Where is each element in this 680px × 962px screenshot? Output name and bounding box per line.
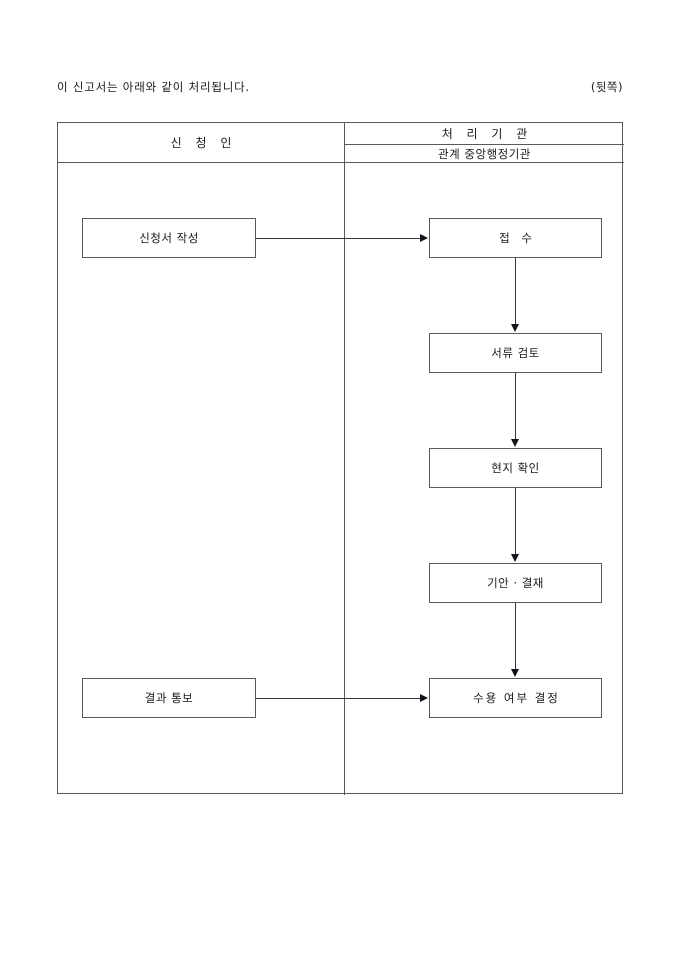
flow-node-receive: 접 수: [429, 218, 602, 258]
arrowhead-right-icon: [420, 694, 428, 702]
flow-node-apply: 신청서 작성: [82, 218, 256, 258]
header-rule: [58, 162, 624, 163]
column-subheader-agency-label: 관계 중앙행정기관: [438, 146, 531, 161]
caption-row: 이 신고서는 아래와 같이 처리됩니다. (뒷쪽): [57, 76, 623, 98]
column-subheader-agency: 관계 중앙행정기관: [345, 145, 624, 162]
connector-onsite-to-draft: [515, 488, 516, 555]
arrowhead-down-icon: [510, 554, 519, 562]
subheader-rule: [344, 144, 624, 145]
flowchart-table: 신 청 인 처 리 기 관 관계 중앙행정기관: [57, 122, 624, 795]
arrowhead-down-icon: [510, 324, 519, 332]
flow-node-onsite: 현지 확인: [429, 448, 602, 488]
column-header-applicant-label: 신 청 인: [170, 136, 237, 150]
flow-node-draft: 기안 · 결재: [429, 563, 602, 603]
column-header-agency-label: 처 리 기 관: [441, 127, 533, 141]
connector-review-to-onsite: [515, 373, 516, 440]
connector-apply-to-receive: [256, 238, 421, 239]
flow-node-decide: 수용 여부 결정: [429, 678, 602, 718]
flow-node-review: 서류 검토: [429, 333, 602, 373]
column-divider: [344, 123, 345, 795]
caption-text: 이 신고서는 아래와 같이 처리됩니다.: [57, 80, 250, 94]
connector-notify-to-decide: [256, 698, 421, 699]
connector-draft-to-decide: [515, 603, 516, 670]
connector-receive-to-review: [515, 258, 516, 325]
page-marker: (뒷쪽): [590, 80, 623, 94]
flow-node-notify: 결과 통보: [82, 678, 256, 718]
arrowhead-down-icon: [510, 439, 519, 447]
column-header-applicant: 신 청 인: [58, 123, 344, 162]
column-header-agency: 처 리 기 관: [345, 123, 624, 144]
arrowhead-right-icon: [420, 234, 428, 242]
arrowhead-down-icon: [510, 669, 519, 677]
